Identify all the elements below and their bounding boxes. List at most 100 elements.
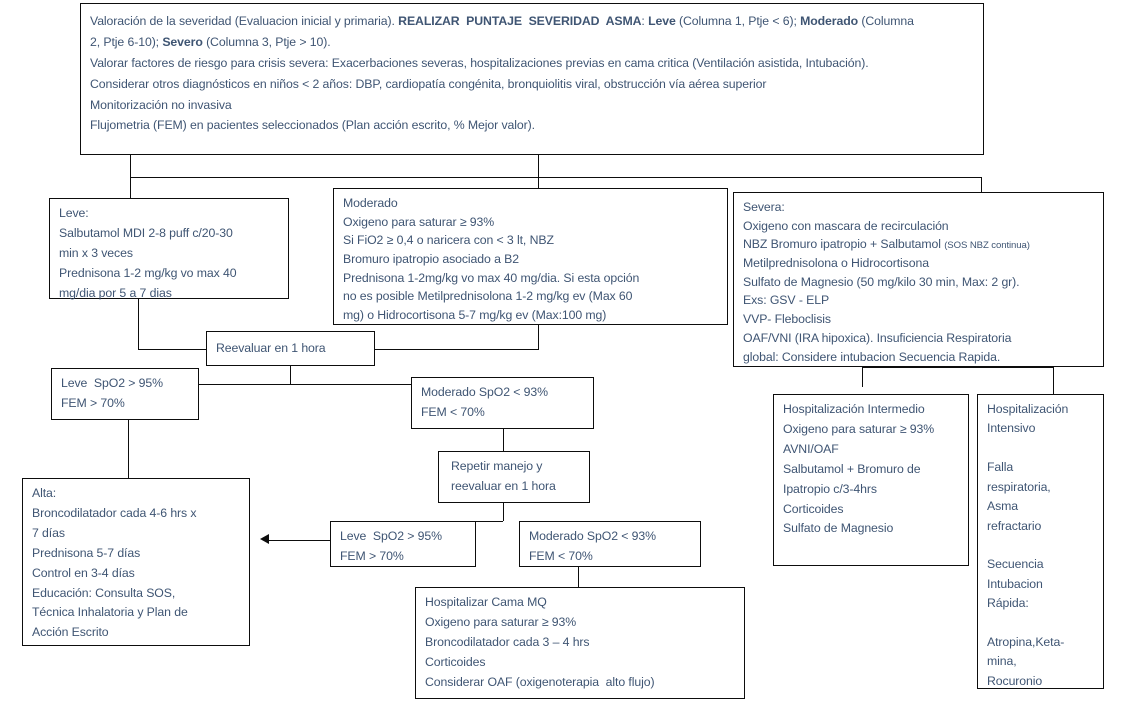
hospitalizacion-intensivo-line: Falla — [987, 460, 1014, 475]
hospitalizacion-intensivo-line — [987, 439, 1095, 458]
hospitalizar-cama-mq-line: Broncodilatador cada 3 – 4 hrs — [425, 634, 590, 649]
hospitalizacion-intensivo-line: Atropina,Keta- — [987, 635, 1065, 650]
severa-tratamiento-line: global: Considere intubacion Secuencia R… — [743, 348, 1095, 367]
severa-tratamiento-line: Oxigeno con mascara de recirculación — [743, 217, 1095, 236]
hospitalizacion-intensivo-line: Hospitalización — [987, 402, 1069, 416]
valoracion-severidad-text: Moderado — [800, 14, 859, 28]
alta-indicaciones-line: Prednisona 5-7 días — [32, 545, 141, 560]
severa-tratamiento-line: Severa: — [743, 198, 1095, 217]
connector-leve-spo2a-down — [128, 420, 130, 478]
hospitalizacion-intensivo-line: Intensivo — [987, 421, 1036, 436]
valoracion-severidad-line: Valorar factores de riesgo para crisis s… — [90, 53, 975, 74]
hospitalizar-cama-mq-line: Hospitalizar Cama MQ — [425, 595, 547, 609]
valoracion-severidad-line: Valoración de la severidad (Evaluacion i… — [90, 11, 975, 32]
severa-tratamiento-text: Sulfato de Magnesio (50 mg/kilo 30 min, … — [743, 274, 1020, 289]
moderado-spo2-resultado-2-box: Moderado SpO2 < 93%FEM < 70% — [519, 521, 701, 567]
arrow-head-to-alta — [260, 534, 269, 544]
valoracion-severidad-text: Flujometria (FEM) en pacientes seleccion… — [90, 118, 535, 133]
hospitalizacion-intensivo-line: Rocuronio — [987, 673, 1043, 688]
hospitalizacion-intensivo-line: Intubacion — [987, 576, 1043, 591]
severa-tratamiento-text: (SOS NBZ continua) — [944, 240, 1030, 252]
hospitalizar-cama-mq-line: Considerar OAF (oxigenoterapia alto fluj… — [425, 674, 655, 689]
hospitalizacion-intermedio-line: Ipatropio c/3-4hrs — [783, 481, 877, 496]
alta-indicaciones-line: Alta: — [32, 486, 57, 500]
severa-tratamiento-text: Oxigeno con mascara de recirculación — [743, 218, 949, 233]
connector-leve-to-reevaluar — [138, 349, 206, 351]
moderado-tratamiento-line: no es posible Metilprednisolona 1-2 mg/k… — [343, 289, 633, 304]
hospitalizacion-intensivo-line — [987, 536, 1095, 555]
severa-tratamiento-line: Sulfato de Magnesio (50 mg/kilo 30 min, … — [743, 273, 1095, 292]
hospitalizacion-intermedio-line: Salbutamol + Bromuro de — [783, 461, 921, 476]
severa-tratamiento-text: NBZ Bromuro ipatropio + Salbutamol — [743, 237, 945, 252]
valoracion-severidad-text: (Columna — [858, 14, 914, 28]
leve-spo2-resultado-1-line: Leve SpO2 > 95% — [61, 376, 163, 390]
connector-reevaluar-split-bus — [168, 384, 411, 386]
hospitalizar-cama-mq-line: Oxigeno para saturar ≥ 93% — [425, 614, 577, 629]
valoracion-severidad-text: 2, Ptje 6-10); — [90, 34, 163, 49]
connector-to-severa — [981, 177, 983, 192]
severa-tratamiento-box: Severa: Oxigeno con mascara de recirculac… — [733, 192, 1104, 367]
valoracion-severidad-text: Leve — [648, 14, 676, 28]
valoracion-severidad-line: Flujometria (FEM) en pacientes seleccion… — [90, 115, 975, 136]
hospitalizacion-intensivo-line — [987, 614, 1095, 633]
connector-severa-down — [862, 367, 864, 387]
alta-indicaciones-line: Broncodilatador cada 4-6 hrs x — [32, 505, 197, 520]
alta-indicaciones-line: Educación: Consulta SOS, — [32, 585, 176, 600]
hospitalizacion-intensivo-line: mina, — [987, 654, 1017, 669]
connector-leve-spo2b-to-alta — [268, 540, 330, 542]
repetir-manejo-line: reevaluar en 1 hora — [451, 478, 556, 493]
valoracion-severidad-text: Severo — [162, 34, 203, 49]
alta-indicaciones-box: Alta: Broncodilatador cada 4-6 hrs x 7 día… — [22, 478, 250, 646]
reevaluar-1-hora-box: Reevaluar en 1 hora — [206, 331, 375, 366]
valoracion-severidad-line: Monitorización no invasiva — [90, 95, 975, 116]
alta-indicaciones-line: Acción Escrito — [32, 625, 109, 640]
alta-indicaciones-line: Control en 3-4 días — [32, 565, 135, 580]
leve-tratamiento-line: Salbutamol MDI 2-8 puff c/20-30 — [59, 225, 233, 240]
hospitalizacion-intensivo-line: respiratoria, — [987, 479, 1051, 494]
severa-tratamiento-text: Severa: — [743, 200, 785, 214]
hospitalizacion-intermedio-line: Corticoides — [783, 501, 844, 516]
connector-moderado-down — [538, 325, 540, 350]
valoracion-severidad-box: Valoración de la severidad (Evaluacion i… — [80, 3, 984, 155]
valoracion-severidad-line: Considerar otros diagnósticos en niños <… — [90, 74, 975, 95]
leve-tratamiento-line: Leve: — [59, 206, 89, 220]
connector-assessment-bus — [130, 177, 982, 179]
hospitalizacion-intensivo-line: Rápida: — [987, 596, 1029, 611]
severa-tratamiento-text: global: Considere intubacion Secuencia R… — [743, 349, 1001, 364]
severa-tratamiento-text: Exs: GSV - ELP — [743, 293, 830, 308]
valoracion-severidad-line: 2, Ptje 6-10); Severo (Columna 3, Ptje >… — [90, 32, 975, 53]
moderado-tratamiento-line: Bromuro ipatropio asociado a B2 — [343, 252, 519, 267]
severa-tratamiento-line: NBZ Bromuro ipatropio + Salbutamol (SOS … — [743, 235, 1095, 254]
connector-leve-down — [138, 299, 140, 350]
moderado-tratamiento-line: Si FiO2 ≥ 0,4 o naricera con < 3 lt, NBZ — [343, 233, 554, 248]
hospitalizacion-intermedio-line: Sulfato de Magnesio — [783, 521, 894, 536]
connector-severa-split-bus — [862, 367, 1054, 369]
hospitalizar-cama-mq-line: Corticoides — [425, 654, 486, 669]
valoracion-severidad-text: Valorar factores de riesgo para crisis s… — [90, 55, 869, 70]
moderado-spo2-resultado-2-line: Moderado SpO2 < 93% — [529, 529, 656, 543]
moderado-tratamiento-line: Prednisona 1-2mg/kg vo max 40 mg/dia. Si… — [343, 270, 640, 285]
hospitalizacion-intermedio-line: Hospitalización Intermedio — [783, 402, 925, 416]
connector-moderado-spo2b-down — [578, 567, 580, 587]
valoracion-severidad-text: REALIZAR PUNTAJE SEVERIDAD ASMA — [398, 14, 642, 28]
valoracion-severidad-text: Monitorización no invasiva — [90, 97, 232, 112]
connector-moderado-spo2a-down — [503, 429, 505, 451]
hospitalizacion-intensivo-line: Asma — [987, 499, 1019, 514]
severa-tratamiento-line: OAF/VNI (IRA hipoxica). Insuficiencia Re… — [743, 329, 1095, 348]
moderado-tratamiento-line: Moderado — [343, 196, 398, 210]
alta-indicaciones-line: Técnica Inhalatoria y Plan de — [32, 605, 188, 620]
severa-tratamiento-text: Metilprednisolona o Hidrocortisona — [743, 256, 929, 271]
valoracion-severidad-text: (Columna 3, Ptje > 10). — [202, 34, 331, 49]
leve-spo2-resultado-1-box: Leve SpO2 > 95%FEM > 70% — [51, 368, 199, 420]
connector-to-moderado — [538, 155, 540, 188]
moderado-tratamiento-line: Oxigeno para saturar ≥ 93% — [343, 214, 495, 229]
alta-indicaciones-line: 7 días — [32, 525, 65, 540]
connector-assessment-down — [130, 155, 132, 178]
leve-spo2-resultado-2-line: Leve SpO2 > 95% — [340, 529, 442, 543]
connector-repetir-down — [503, 503, 505, 521]
